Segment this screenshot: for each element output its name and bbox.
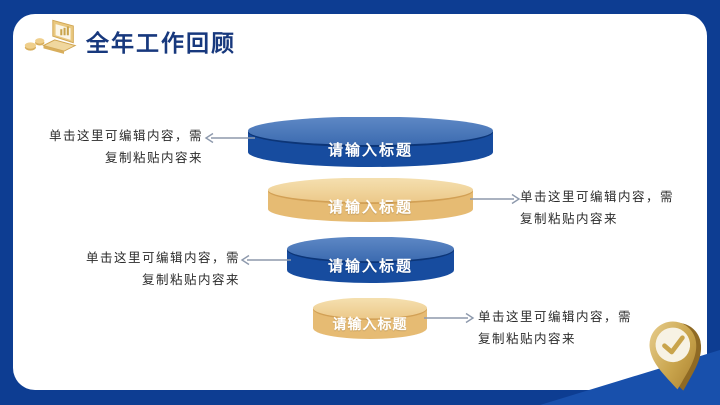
arrow-right-connector-2 [470, 193, 521, 205]
arrow-left-connector-1 [204, 132, 255, 144]
cylinder-shape [268, 177, 473, 222]
cylinder-shape [287, 236, 454, 283]
annotation-line: 复制粘贴内容来 [520, 212, 619, 226]
annotation-line: 复制粘贴内容来 [141, 273, 240, 287]
annotation-text-2[interactable]: 单击这里可编辑内容，需 复制粘贴内容来 [520, 186, 700, 230]
annotation-line: 单击这里可编辑内容，需 [478, 310, 633, 324]
annotation-line: 复制粘贴内容来 [478, 332, 577, 346]
funnel-disc-4[interactable]: 请输入标题 [313, 297, 427, 339]
annotation-text-3[interactable]: 单击这里可编辑内容，需 复制粘贴内容来 [72, 247, 240, 291]
funnel-disc-1[interactable]: 请输入标题 [248, 116, 493, 167]
disc-title-placeholder[interactable]: 请输入标题 [327, 199, 413, 216]
arrow-left-connector-3 [240, 254, 291, 266]
annotation-line: 单击这里可编辑内容，需 [48, 129, 203, 143]
location-pin-check-icon [649, 321, 702, 391]
laptop-with-coins-icon [24, 19, 77, 54]
annotation-line: 单击这里可编辑内容，需 [85, 251, 240, 265]
annotation-line: 复制粘贴内容来 [104, 151, 203, 165]
funnel-disc-2[interactable]: 请输入标题 [268, 177, 473, 222]
disc-title-placeholder[interactable]: 请输入标题 [327, 258, 413, 275]
disc-title-placeholder[interactable]: 请输入标题 [327, 142, 413, 159]
annotation-line: 单击这里可编辑内容，需 [520, 190, 675, 204]
annotation-text-1[interactable]: 单击这里可编辑内容，需 复制粘贴内容来 [35, 125, 203, 169]
funnel-disc-3[interactable]: 请输入标题 [287, 236, 454, 283]
cylinder-shape [313, 297, 427, 339]
disc-title-placeholder[interactable]: 请输入标题 [332, 316, 408, 332]
annotation-text-4[interactable]: 单击这里可编辑内容，需 复制粘贴内容来 [478, 306, 658, 350]
page-title: 全年工作回顾 [86, 30, 236, 56]
arrow-right-connector-4 [424, 312, 475, 324]
cylinder-shape [248, 116, 493, 167]
